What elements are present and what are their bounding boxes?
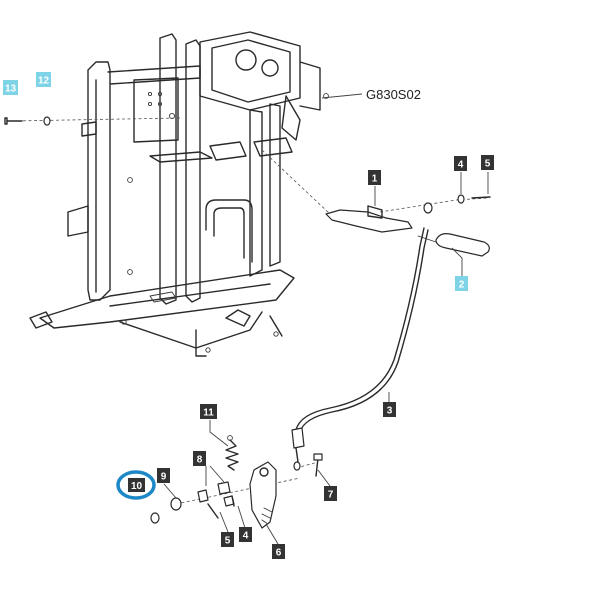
assembly-guide-lines xyxy=(11,117,489,505)
callout-3[interactable]: 3 xyxy=(383,402,396,417)
svg-text:5: 5 xyxy=(485,159,491,170)
part-9-washer xyxy=(170,497,182,511)
callout-4-top[interactable]: 4 xyxy=(454,156,467,171)
part-12-washer xyxy=(43,116,51,126)
part-5-pin-lower xyxy=(207,503,219,519)
svg-text:12: 12 xyxy=(38,76,50,87)
part-4-washer-top xyxy=(457,194,465,204)
callout-9[interactable]: 9 xyxy=(157,468,170,483)
part-7-screw xyxy=(313,453,323,477)
svg-text:1: 1 xyxy=(372,174,378,185)
callout-5-top[interactable]: 5 xyxy=(481,155,494,170)
highlight-ring-callout-10 xyxy=(116,470,156,500)
callout-4-lower[interactable]: 4 xyxy=(239,527,252,542)
diagram-code: G830S02 xyxy=(366,87,421,102)
callout-5-lower[interactable]: 5 xyxy=(221,532,234,547)
callout-10[interactable]: 10 xyxy=(128,478,145,492)
svg-text:13: 13 xyxy=(5,84,17,95)
part-2-handle xyxy=(417,233,490,257)
callout-leaders xyxy=(163,172,489,545)
callout-8[interactable]: 8 xyxy=(193,451,206,466)
part-6-lever-plate xyxy=(249,461,277,529)
svg-text:3: 3 xyxy=(387,406,393,417)
svg-text:9: 9 xyxy=(161,472,167,483)
part-13-bolt xyxy=(4,117,23,125)
part-8-bushings xyxy=(197,481,235,507)
part-11-spring xyxy=(225,435,239,471)
code-leader xyxy=(321,93,363,99)
part-5-pin-top xyxy=(471,196,491,199)
svg-text:4: 4 xyxy=(243,531,249,542)
callout-12[interactable]: 12 xyxy=(36,72,51,87)
callout-1[interactable]: 1 xyxy=(368,170,381,185)
part-4-pin-lower xyxy=(231,495,235,507)
callout-11[interactable]: 11 xyxy=(200,404,217,419)
part-10-clip xyxy=(150,512,160,524)
svg-text:11: 11 xyxy=(203,408,214,419)
callout-2[interactable]: 2 xyxy=(455,276,468,291)
part-3-cable xyxy=(291,227,429,471)
svg-text:8: 8 xyxy=(197,455,203,466)
svg-text:10: 10 xyxy=(131,481,143,492)
svg-text:6: 6 xyxy=(276,548,282,559)
callout-7[interactable]: 7 xyxy=(324,486,337,501)
svg-text:5: 5 xyxy=(225,536,231,547)
part-1-control-rod xyxy=(325,202,433,233)
callout-6[interactable]: 6 xyxy=(272,544,285,559)
callout-13[interactable]: 13 xyxy=(3,80,18,95)
pedal-frame xyxy=(29,31,329,357)
svg-text:2: 2 xyxy=(459,280,465,291)
svg-text:4: 4 xyxy=(458,160,464,171)
svg-text:7: 7 xyxy=(328,490,334,501)
